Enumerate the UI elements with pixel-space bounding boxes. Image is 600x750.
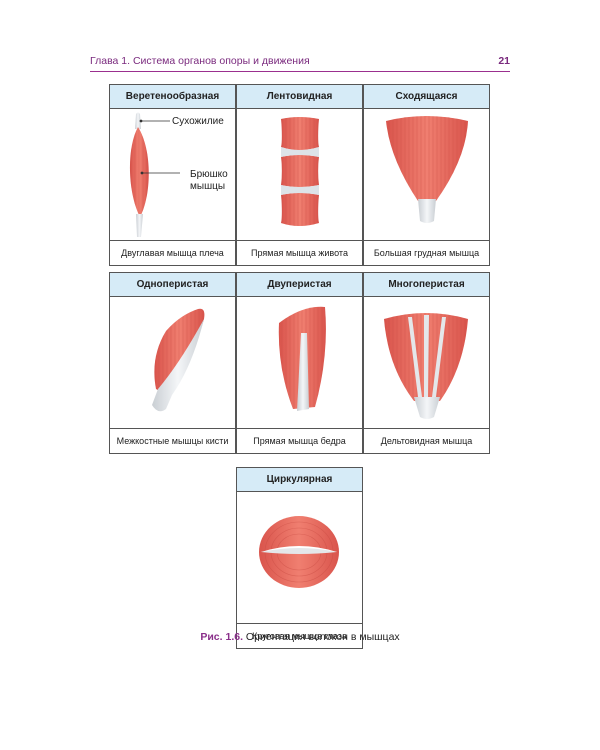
cell-title: Сходящаяся xyxy=(364,85,489,109)
belly-label-line1: Брюшко xyxy=(190,169,228,180)
page-number: 21 xyxy=(498,55,510,67)
cell-bipennate: Двуперистая Прямая мышца бедра xyxy=(236,272,363,454)
cell-caption: Большая грудная мышца xyxy=(364,240,489,265)
bipennate-muscle-illustration xyxy=(237,297,362,430)
tendon-label: Сухожилие xyxy=(172,116,224,127)
cell-caption: Прямая мышца живота xyxy=(237,240,362,265)
belly-label-line2: мышцы xyxy=(190,181,225,192)
cell-title: Циркулярная xyxy=(237,468,362,492)
chapter-title: Глава 1. Система органов опоры и движени… xyxy=(90,55,310,67)
strap-muscle-illustration xyxy=(237,109,362,242)
page-header: Глава 1. Система органов опоры и движени… xyxy=(90,55,510,72)
convergent-muscle-illustration xyxy=(364,109,489,242)
circular-muscle-illustration xyxy=(237,492,362,625)
cell-title: Веретенообразная xyxy=(110,85,235,109)
cell-caption: Круговая мышца глаза xyxy=(237,623,362,648)
figure-label: Рис. 1.6. xyxy=(200,631,243,643)
cell-title: Одноперистая xyxy=(110,273,235,297)
cell-fusiform: Веретенообразная Сухожилие Брюшко мышцы … xyxy=(109,84,236,266)
cell-multipennate: Многоперистая Дельтовидная мышца xyxy=(363,272,490,454)
cell-caption: Двуглавая мышца плеча xyxy=(110,240,235,265)
cell-caption: Дельтовидная мышца xyxy=(364,428,489,453)
cell-title: Лентовидная xyxy=(237,85,362,109)
multipennate-muscle-illustration xyxy=(364,297,489,430)
figure-caption: Рис. 1.6. Ориентация волокон в мышцах xyxy=(0,631,600,643)
cell-strap: Лентовидная Прямая мышца живота xyxy=(236,84,363,266)
cell-title: Многоперистая xyxy=(364,273,489,297)
fusiform-muscle-illustration xyxy=(110,109,235,242)
figure-caption-text: Ориентация волокон в мышцах xyxy=(245,631,400,643)
cell-title: Двуперистая xyxy=(237,273,362,297)
cell-caption: Прямая мышца бедра xyxy=(237,428,362,453)
cell-circular: Циркулярная Круговая мышца глаза xyxy=(236,467,363,649)
cell-caption: Межкостные мышцы кисти xyxy=(110,428,235,453)
cell-unipennate: Одноперистая Межкостные мышцы кисти xyxy=(109,272,236,454)
cell-convergent: Сходящаяся Большая грудная мышца xyxy=(363,84,490,266)
unipennate-muscle-illustration xyxy=(110,297,235,430)
